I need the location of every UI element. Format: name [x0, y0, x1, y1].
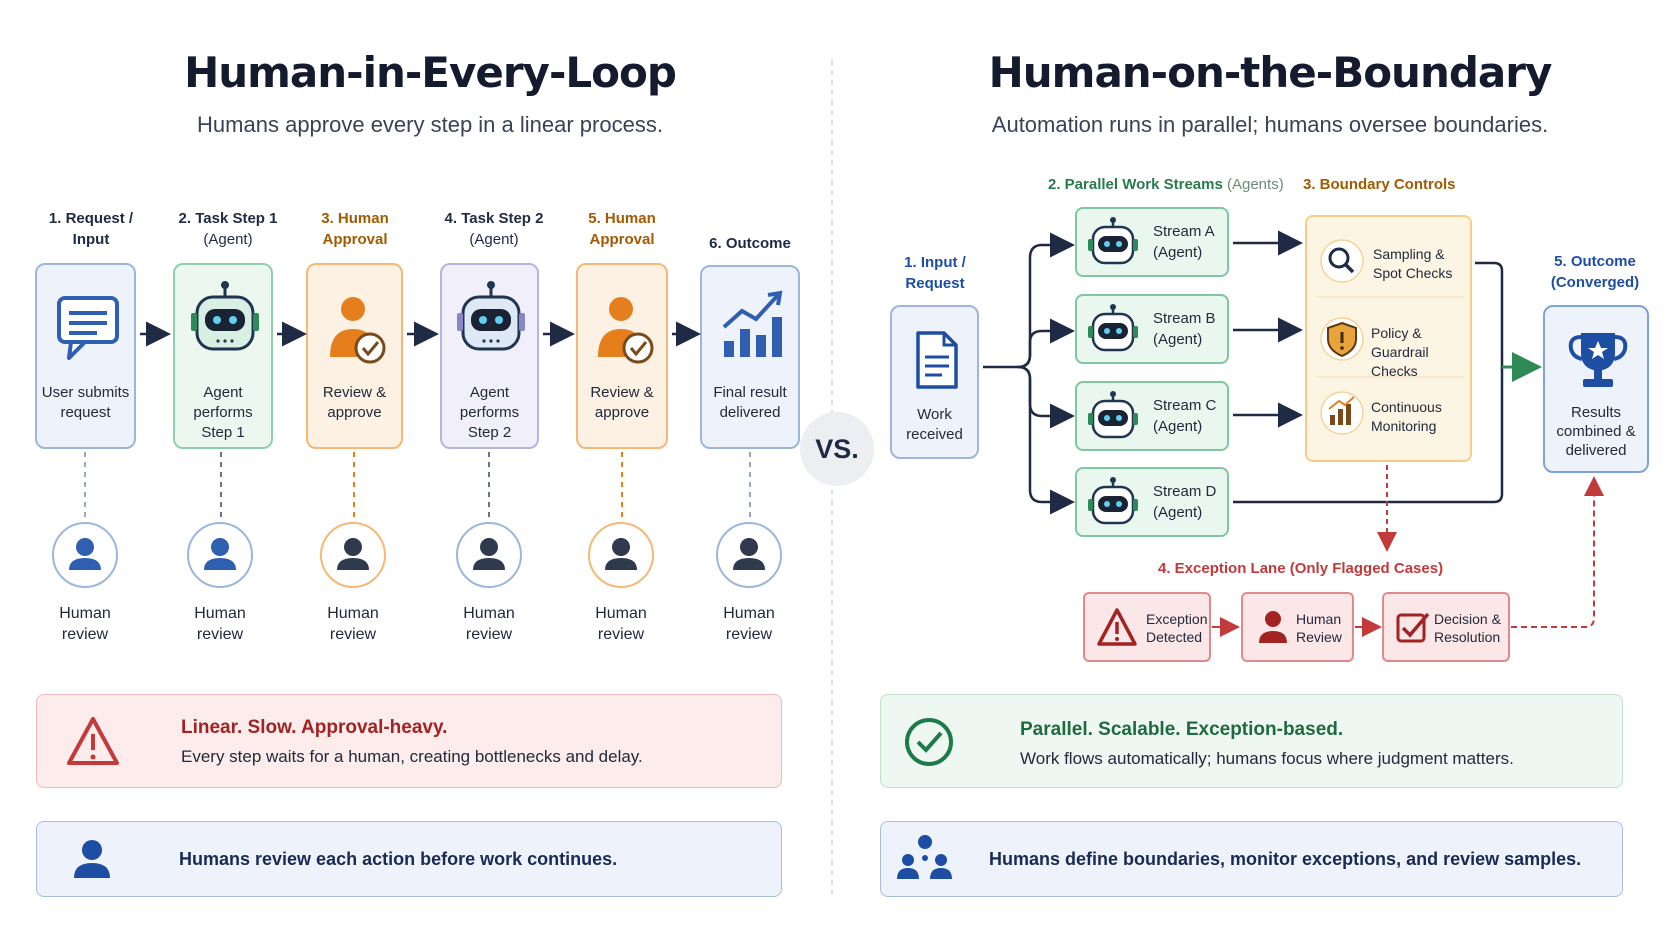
robot-icon: [1088, 304, 1138, 352]
vs-badge: VS.: [800, 412, 874, 486]
magnifier-icon: [1328, 247, 1350, 269]
person-icon: [337, 538, 369, 570]
boundary-header: 3. Boundary Controls: [1303, 176, 1456, 193]
person-icon: [1259, 611, 1287, 643]
left-title: Human-in-Every-Loop: [184, 48, 677, 97]
left-banner-text: Every step waits for a human, creating b…: [181, 747, 643, 766]
right-banner-title: Parallel. Scalable. Exception-based.: [1020, 719, 1344, 740]
chart-icon: [1330, 415, 1335, 425]
growth-chart-icon: [722, 290, 783, 357]
step-label-1: 1. Request /Input: [48, 210, 134, 248]
left-human-banner-text: Humans review each action before work co…: [179, 849, 618, 869]
checkbox-icon: [1396, 612, 1430, 643]
boundary-controls-box: Sampling &Spot Checks Policy & Guardrail…: [1305, 215, 1472, 462]
input-label: 1. Input /Request: [904, 254, 966, 292]
left-subtitle: Humans approve every step in a linear pr…: [197, 112, 663, 137]
person-icon: [74, 840, 110, 878]
document-icon: [916, 331, 958, 389]
human-avatar-3: [320, 522, 386, 588]
left-summary-banner: Linear. Slow. Approval-heavy. Every step…: [36, 694, 782, 788]
robot-icon: [457, 281, 525, 351]
human-avatar-2: [187, 522, 253, 588]
chat-icon: [57, 296, 119, 360]
step-card-approval-2: Review &approve: [576, 263, 668, 449]
human-avatar-1: [52, 522, 118, 588]
right-banner-text: Work flows automatically; humans focus w…: [1020, 749, 1514, 768]
human-avatar-5: [588, 522, 654, 588]
robot-icon: [191, 281, 259, 351]
stream-d: Stream D(Agent): [1075, 467, 1229, 537]
left-human-banner: Humans review each action before work co…: [36, 821, 782, 897]
right-summary-banner: Parallel. Scalable. Exception-based. Wor…: [880, 694, 1623, 788]
left-banner-title: Linear. Slow. Approval-heavy.: [181, 717, 448, 738]
right-human-banner-text: Humans define boundaries, monitor except…: [989, 849, 1582, 869]
human-avatar-6: [716, 522, 782, 588]
step-label-4: 4. Task Step 2(Agent): [444, 210, 544, 248]
exception-header: 4. Exception Lane (Only Flagged Cases): [1158, 560, 1444, 577]
stream-c: Stream C(Agent): [1075, 381, 1229, 451]
check-circle-icon: [905, 718, 953, 766]
step-card-approval-1: Review &approve: [306, 263, 403, 449]
person-icon: [204, 538, 236, 570]
person-icon: [733, 538, 765, 570]
outcome-label: 5. Outcome(Converged): [1550, 253, 1640, 291]
person-icon: [69, 538, 101, 570]
approver-icon: [598, 297, 654, 364]
right-title: Human-on-the-Boundary: [988, 48, 1553, 97]
warning-icon: [67, 717, 119, 765]
robot-icon: [1088, 477, 1138, 525]
left-flow-arrows: [84, 321, 751, 520]
approver-icon: [330, 297, 386, 364]
trophy-icon: [1568, 333, 1628, 387]
robot-icon: [1088, 391, 1138, 439]
right-human-banner: Humans define boundaries, monitor except…: [880, 821, 1623, 897]
step-label-6: 6. Outcome: [709, 235, 791, 252]
robot-icon: [1088, 217, 1138, 265]
right-subtitle: Automation runs in parallel; humans over…: [991, 112, 1549, 137]
exception-decision: Decision &Resolution: [1382, 592, 1510, 662]
stream-a: Stream A(Agent): [1075, 207, 1229, 277]
group-icon: [897, 835, 952, 879]
human-avatar-4: [456, 522, 522, 588]
streams-header: 2. Parallel Work Streams (Agents): [1048, 176, 1284, 193]
step-text: User submits: [41, 384, 130, 401]
step-label-2: 2. Task Step 1(Agent): [178, 210, 278, 248]
person-icon: [605, 538, 637, 570]
stream-b: Stream B(Agent): [1075, 294, 1229, 364]
warning-icon: [1097, 608, 1137, 646]
person-icon: [473, 538, 505, 570]
